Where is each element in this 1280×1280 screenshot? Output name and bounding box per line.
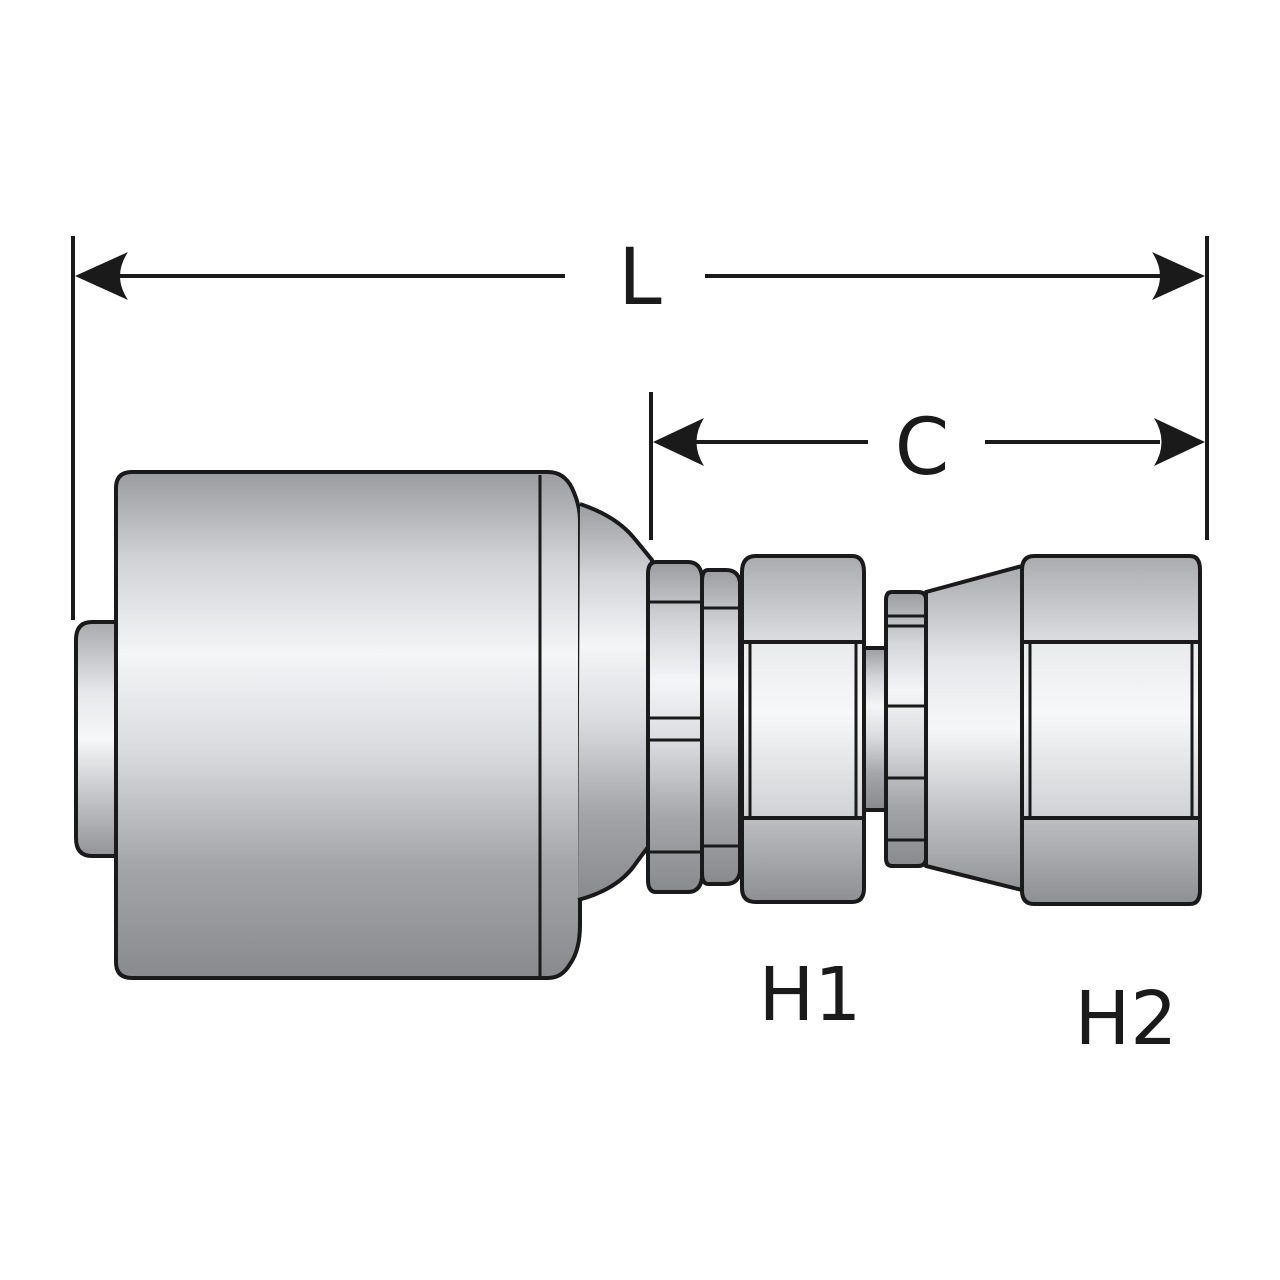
swivel-hex [884, 590, 928, 868]
swivel-hex-body [884, 590, 928, 868]
arrowhead-l-right [1152, 252, 1205, 300]
arrowhead-c-left [653, 418, 704, 466]
stem-collar-2 [700, 568, 742, 886]
hex-h2-face-middle [1020, 640, 1202, 820]
dimension-c: C [649, 392, 1205, 540]
label-l: L [618, 233, 662, 323]
crimp-shell [114, 470, 582, 980]
hex-h1-face-top [740, 554, 866, 644]
arrowhead-c-right [1154, 418, 1205, 466]
swivel-neck [862, 646, 888, 812]
shell-taper [577, 502, 654, 902]
hex-h2-face-top [1020, 554, 1202, 644]
hose-stub [74, 620, 120, 858]
arrowhead-l-left [75, 252, 128, 300]
stem-collar-1 [646, 560, 704, 894]
dimension-l: L [71, 233, 1209, 620]
hex-h1-face-middle [740, 640, 866, 820]
hex-h1-face-bottom [740, 816, 866, 904]
hose-fitting [74, 470, 1202, 980]
label-h1: H1 [759, 952, 862, 1038]
hex-nut-h2 [1020, 554, 1202, 906]
swivel-taper [924, 564, 1024, 892]
label-c: C [895, 403, 949, 493]
hex-nut-h1 [740, 554, 866, 904]
hex-h2-face-bottom [1020, 816, 1202, 906]
label-h2: H2 [1075, 976, 1178, 1062]
